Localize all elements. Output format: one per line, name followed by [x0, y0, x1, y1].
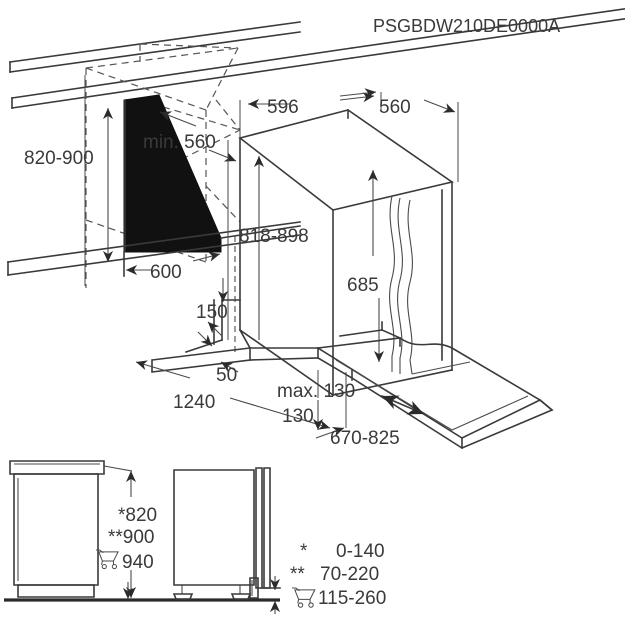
dim-niche-depth-min: min. 560	[143, 111, 237, 162]
legend-marker-single: *	[300, 541, 308, 562]
dim-label-service-offset-top: 150	[196, 302, 228, 323]
shopping-cart-icon	[96, 549, 119, 570]
dim-label-service-offset-bottom: 50	[216, 365, 237, 386]
dim-label-niche-depth-min: min. 560	[143, 132, 216, 153]
floor-plane-group	[151, 299, 319, 373]
dim-worktop-front: 596	[239, 92, 375, 138]
dim-niche-width: 600	[126, 251, 221, 283]
legend-value-double: 70-220	[320, 564, 379, 585]
dim-label-plinth-max-line1: max. 130	[277, 381, 355, 402]
dim-label-door-clearance: 670-825	[330, 428, 400, 449]
drawing-title: PSGBDW210DE0000A	[373, 16, 560, 36]
dim-label-height-cart: 940	[122, 552, 154, 573]
dim-label-height-single-star: *820	[118, 505, 157, 526]
dim-worktop-heights: *820 **900 940	[96, 471, 157, 598]
dim-service-offset-bottom: 50	[197, 331, 239, 386]
dim-appliance-height: 818-898	[227, 140, 309, 352]
dim-label-height-double-star: **900	[108, 527, 155, 548]
legend-value-cart: 115-260	[318, 588, 386, 609]
dim-niche-height: 820-900	[24, 75, 126, 286]
dim-label-plinth-max-value: 130	[282, 406, 314, 427]
appliance-body-group	[238, 109, 471, 397]
dim-label-door-height: 685	[347, 275, 379, 296]
legend-value-single: 0-140	[336, 541, 385, 562]
open-door-panel-group	[315, 321, 554, 449]
dim-door-height: 685	[347, 170, 385, 362]
dim-label-worktop-rear: 560	[379, 97, 411, 118]
legend-group: * 0-140 ** 70-220 115-260	[290, 541, 386, 609]
niche-cabinet-group	[7, 7, 625, 288]
dim-service-offset-top: 150	[196, 278, 229, 337]
dim-door-clearance: 670-825	[315, 372, 426, 449]
dim-worktop-rear: 560	[339, 88, 459, 182]
dim-label-worktop-front: 596	[267, 97, 299, 118]
dim-label-niche-width: 600	[150, 262, 182, 283]
dim-plinth-max: max. 130	[277, 370, 355, 430]
dim-label-niche-height: 820-900	[24, 148, 94, 169]
dim-label-appliance-height: 818-898	[239, 226, 309, 247]
legend-shopping-cart-icon	[292, 587, 316, 608]
legend-marker-double: **	[290, 564, 305, 585]
dim-label-hose-reach: 1240	[173, 392, 215, 413]
right-elevation-group	[172, 467, 281, 600]
left-elevation-group	[4, 460, 280, 602]
